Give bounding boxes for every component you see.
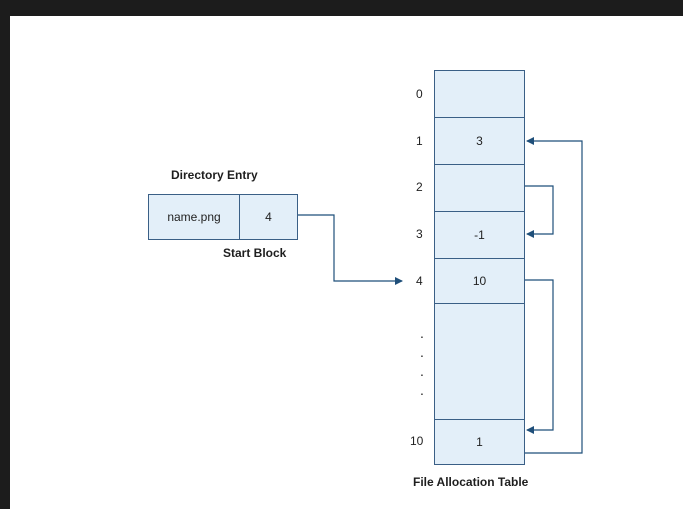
arrows-layer	[298, 137, 583, 454]
fat-cell-1: 3	[434, 117, 525, 165]
fat-cell-2	[434, 164, 525, 212]
fat-caption: File Allocation Table	[413, 475, 529, 489]
arrow-block-4-to-10	[525, 279, 554, 434]
fat-index-10: 10	[410, 434, 424, 448]
fat-value-1: 3	[476, 134, 483, 148]
directory-entry-filename: name.png	[167, 210, 221, 224]
fat-cell-gap	[434, 303, 525, 420]
fat-ellipsis: . . . .	[420, 325, 424, 398]
fat-index-2: 2	[416, 180, 423, 194]
fat-cell-0	[434, 70, 525, 118]
directory-entry-start-value: 4	[265, 210, 272, 224]
fat-cell-3: -1	[434, 211, 525, 259]
fat-index-0: 0	[416, 87, 423, 101]
arrow-block-10-to-1	[525, 137, 583, 454]
fat-value-3: -1	[474, 228, 485, 242]
arrow-block-1-to-3	[525, 185, 554, 238]
directory-entry-title: Directory Entry	[171, 168, 258, 182]
arrow-entry-to-block-4	[298, 214, 403, 285]
fat-index-4: 4	[416, 274, 423, 288]
diagram-canvas: Directory Entry name.png 4 Start Block 3…	[10, 16, 683, 509]
fat-value-4: 10	[472, 274, 487, 288]
fat-cell-10: 1	[434, 419, 525, 465]
fat-value-10: 1	[476, 435, 483, 449]
fat-cell-4: 10	[434, 258, 525, 304]
directory-entry-start-cell: 4	[239, 194, 298, 240]
fat-index-3: 3	[416, 227, 423, 241]
start-block-label: Start Block	[223, 246, 287, 260]
fat-index-1: 1	[416, 134, 423, 148]
